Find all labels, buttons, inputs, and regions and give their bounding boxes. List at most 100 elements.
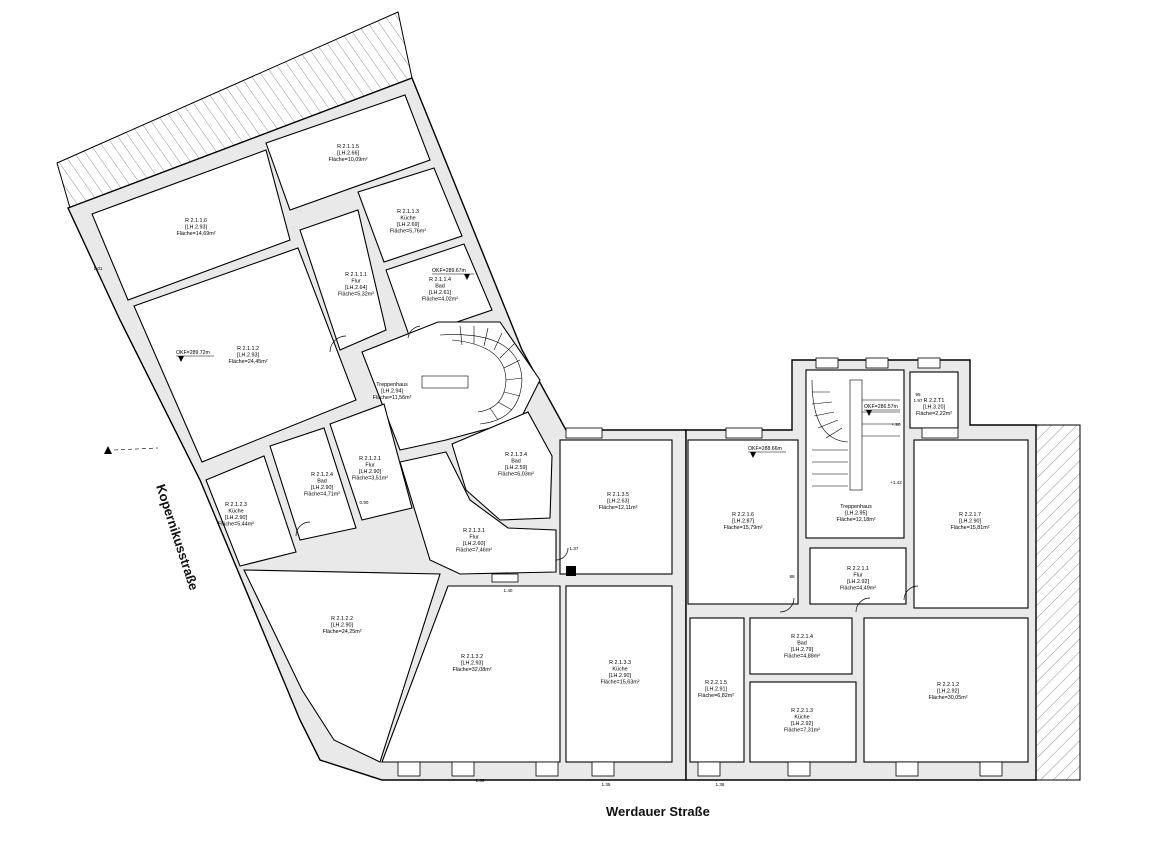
svg-text:Flur: Flur bbox=[469, 535, 478, 541]
svg-text:R 2.1.3.4: R 2.1.3.4 bbox=[505, 452, 527, 458]
svg-text:[LH.2.61]: [LH.2.61] bbox=[429, 290, 451, 296]
svg-text:R 2.1.2.3: R 2.1.2.3 bbox=[225, 502, 247, 508]
svg-text:Fläche=6,03m²: Fläche=6,03m² bbox=[498, 472, 534, 478]
room-2111 bbox=[299, 209, 387, 351]
stairwell-east bbox=[805, 369, 905, 539]
stairwell-west bbox=[361, 321, 541, 451]
svg-text:Fläche=4,49m²: Fläche=4,49m² bbox=[840, 586, 876, 592]
svg-text:R 2.1.3.5: R 2.1.3.5 bbox=[607, 492, 629, 498]
svg-text:[LH.2.63]: [LH.2.63] bbox=[607, 499, 629, 505]
svg-text:[LH.2.60]: [LH.2.60] bbox=[463, 541, 485, 547]
svg-text:R 2.1.1.1: R 2.1.1.1 bbox=[345, 272, 367, 278]
room-22T1 bbox=[909, 371, 959, 429]
room-2216 bbox=[687, 439, 799, 605]
svg-text:1.36: 1.36 bbox=[476, 778, 485, 783]
svg-text:Fläche=30,05m²: Fläche=30,05m² bbox=[928, 695, 967, 701]
room-2131 bbox=[399, 451, 557, 575]
svg-text:Bad: Bad bbox=[435, 284, 445, 290]
street-label-south: Werdauer Straße bbox=[606, 804, 710, 819]
svg-text:R 2.1.3.1: R 2.1.3.1 bbox=[463, 528, 485, 534]
svg-text:88: 88 bbox=[789, 574, 795, 579]
svg-text:Bad: Bad bbox=[511, 459, 521, 465]
svg-text:R 2.1.2.1: R 2.1.2.1 bbox=[359, 456, 381, 462]
svg-text:R 2.2.1.2: R 2.2.1.2 bbox=[937, 682, 959, 688]
room-2213 bbox=[749, 681, 857, 763]
stair-west-steps bbox=[421, 325, 523, 425]
room-2112 bbox=[133, 247, 357, 463]
svg-text:R 2.1.2.4: R 2.1.2.4 bbox=[311, 472, 333, 478]
windows-courtyard bbox=[491, 357, 959, 583]
svg-text:[LH.2.66]: [LH.2.66] bbox=[337, 151, 359, 157]
room-2122 bbox=[243, 569, 441, 763]
level-markers: OKF=289.67m OKF=289.72m OKF=288.66m OKF=… bbox=[176, 268, 900, 458]
svg-text:[LH.2.92]: [LH.2.92] bbox=[791, 721, 813, 727]
stair-east-steps bbox=[811, 379, 900, 491]
svg-text:Fläche=2,22m²: Fläche=2,22m² bbox=[916, 411, 952, 417]
room-2217 bbox=[913, 439, 1029, 609]
svg-text:[LH.2.91]: [LH.2.91] bbox=[705, 687, 727, 693]
svg-text:[LH.2.59]: [LH.2.59] bbox=[505, 465, 527, 471]
room-label: R 2.1.1.6[LH.2.93]Fläche=14,69m² bbox=[176, 218, 215, 237]
svg-text:R 2.2.1.1: R 2.2.1.1 bbox=[847, 566, 869, 572]
room-2124 bbox=[269, 427, 357, 541]
svg-text:R 2.1.1.2: R 2.1.1.2 bbox=[237, 346, 259, 352]
svg-text:[LH.2.93]: [LH.2.93] bbox=[461, 661, 483, 667]
north-arrow-marker bbox=[104, 446, 112, 454]
svg-text:1.36: 1.36 bbox=[716, 782, 725, 787]
svg-text:R 2.2.1.3: R 2.2.1.3 bbox=[791, 708, 813, 714]
svg-text:Küche: Küche bbox=[228, 509, 243, 515]
svg-text:1.97: 1.97 bbox=[914, 398, 923, 403]
svg-text:[LH.3.20]: [LH.3.20] bbox=[923, 405, 945, 411]
svg-text:R 2.1.1.5: R 2.1.1.5 bbox=[337, 144, 359, 150]
room-2133 bbox=[565, 585, 673, 763]
svg-text:Küche: Küche bbox=[400, 216, 415, 222]
svg-text:Fläche=4,88m²: Fläche=4,88m² bbox=[784, 654, 820, 660]
svg-text:Fläche=11,56m²: Fläche=11,56m² bbox=[373, 395, 412, 401]
svg-text:Fläche=7,46m²: Fläche=7,46m² bbox=[456, 548, 492, 554]
svg-text:Fläche=14,69m²: Fläche=14,69m² bbox=[176, 231, 215, 237]
svg-text:Fläche=5,76m²: Fläche=5,76m² bbox=[390, 229, 426, 235]
street-label-west: Kopernikusstraße bbox=[153, 482, 201, 592]
room-labels: R 2.1.1.5[LH.2.66]Fläche=10,09m² R 2.1.1… bbox=[176, 144, 989, 734]
svg-text:Flur: Flur bbox=[853, 573, 862, 579]
svg-text:[LH.2.93]: [LH.2.93] bbox=[185, 225, 207, 231]
svg-text:Fläche=24,45m²: Fläche=24,45m² bbox=[228, 359, 267, 365]
svg-text:+1.42: +1.42 bbox=[890, 480, 902, 485]
room-label: Treppenhaus[LH.2.95]Fläche=12,18m² bbox=[836, 504, 875, 523]
neighbour-plot-hatch-right bbox=[1035, 424, 1081, 781]
room-label: R 2.1.3.2[LH.2.93]Fläche=32,08m² bbox=[452, 654, 491, 673]
svg-text:Fläche=6,82m²: Fläche=6,82m² bbox=[698, 693, 734, 699]
svg-text:[LH.2.95]: [LH.2.95] bbox=[845, 511, 867, 517]
svg-text:[LH.2.90]: [LH.2.90] bbox=[225, 515, 247, 521]
room-2215 bbox=[689, 617, 745, 763]
svg-text:Fläche=32,08m²: Fläche=32,08m² bbox=[452, 667, 491, 673]
svg-text:OKF=288.66m: OKF=288.66m bbox=[748, 446, 782, 452]
svg-text:Fläche=12,11m²: Fläche=12,11m² bbox=[599, 505, 638, 511]
svg-text:Bad: Bad bbox=[797, 641, 807, 647]
room-2212 bbox=[863, 617, 1029, 763]
svg-text:R 2.1.2.2: R 2.1.2.2 bbox=[331, 616, 353, 622]
door-swings bbox=[295, 325, 919, 613]
room-2121 bbox=[329, 403, 413, 521]
svg-text:R 2.1.1.3: R 2.1.1.3 bbox=[397, 209, 419, 215]
svg-text:Flur: Flur bbox=[351, 279, 360, 285]
svg-text:Fläche=7,31m²: Fläche=7,31m² bbox=[784, 728, 820, 734]
svg-text:[LH.2.90]: [LH.2.90] bbox=[609, 673, 631, 679]
svg-text:Treppenhaus: Treppenhaus bbox=[840, 504, 872, 510]
svg-text:0.90: 0.90 bbox=[360, 500, 369, 505]
svg-text:Fläche=24,25m²: Fläche=24,25m² bbox=[322, 629, 361, 635]
svg-text:R 2.2.T1: R 2.2.T1 bbox=[924, 398, 945, 404]
svg-text:R 2.1.1.6: R 2.1.1.6 bbox=[185, 218, 207, 224]
room-2211 bbox=[809, 547, 907, 605]
svg-text:Fläche=4,02m²: Fläche=4,02m² bbox=[422, 297, 458, 303]
svg-text:OKF=286.57m: OKF=286.57m bbox=[864, 404, 898, 410]
svg-text:[LH.2.93]: [LH.2.93] bbox=[237, 353, 259, 359]
svg-text:Fläche=15,81m²: Fläche=15,81m² bbox=[950, 525, 989, 531]
svg-text:[LH.2.90]: [LH.2.90] bbox=[359, 469, 381, 475]
svg-text:1.40: 1.40 bbox=[504, 588, 513, 593]
